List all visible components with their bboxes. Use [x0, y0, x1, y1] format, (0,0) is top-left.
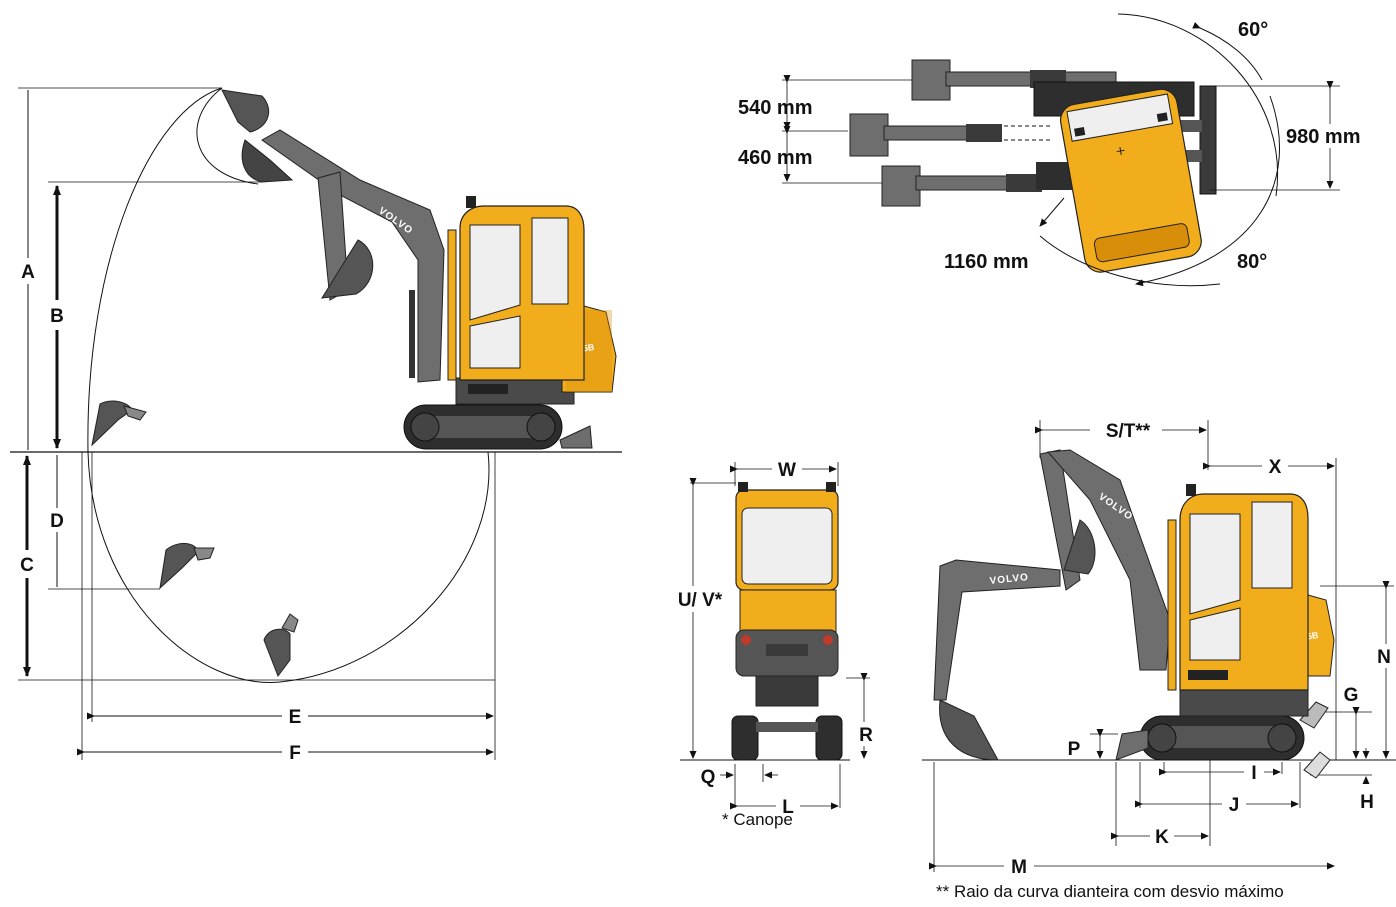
- label-b: B: [50, 306, 64, 327]
- label-r: R: [859, 725, 873, 746]
- excavator-side-illustration: VOLVO EC15B: [261, 129, 617, 450]
- label-f: F: [289, 743, 301, 764]
- bucket-dump: [241, 139, 294, 183]
- label-h: H: [1360, 792, 1374, 813]
- dim-460: 460 mm: [738, 147, 813, 169]
- label-l: L: [782, 797, 794, 818]
- rear-window: [741, 507, 833, 585]
- label-c: C: [20, 555, 34, 576]
- label-uv: U/ V*: [678, 590, 723, 611]
- rear-undercarriage: [755, 675, 819, 707]
- top-swing-view: 540 mm 460 mm: [738, 13, 1379, 287]
- rear-view: U/ V* W R Q L: [668, 457, 880, 829]
- label-st: S/T**: [1106, 421, 1151, 442]
- label-q: Q: [701, 767, 716, 788]
- cab-window-door: [469, 315, 521, 369]
- bucket-travel: [939, 699, 999, 761]
- excavator-side-travel-illustration: VOLVO VOLVO EC15B: [933, 449, 1335, 779]
- top-upper-structure: [1059, 88, 1202, 273]
- label-j: J: [1229, 795, 1240, 816]
- label-i: I: [1251, 763, 1256, 784]
- frame-travel: [1179, 689, 1309, 717]
- angle-60: 60°: [1238, 19, 1268, 41]
- digging-envelope-arc: [87, 87, 490, 683]
- blade-rear-low: [1303, 751, 1331, 779]
- label-n: N: [1377, 647, 1391, 668]
- cab-window-right: [531, 217, 569, 305]
- bucket-ground: [91, 400, 147, 447]
- stick-travel: [933, 559, 1061, 701]
- dim-1160: 1160 mm: [944, 251, 1029, 273]
- label-d: D: [50, 511, 64, 532]
- rear-track-right: [815, 715, 843, 761]
- angle-80: 80°: [1237, 251, 1267, 273]
- bucket-mid: [159, 543, 215, 590]
- rear-track-left: [731, 715, 759, 761]
- top-blade: [1199, 85, 1217, 195]
- swing-arc-80: [1039, 235, 1221, 287]
- label-e: E: [289, 707, 302, 728]
- label-k: K: [1155, 827, 1169, 848]
- arm-bucket: [321, 239, 374, 299]
- label-w: W: [778, 460, 796, 481]
- label-m: M: [1011, 857, 1027, 878]
- cab-light: [466, 196, 476, 208]
- dim-980: 980 mm: [1286, 126, 1361, 148]
- stick-travel-brand: VOLVO: [989, 572, 1029, 587]
- side-working-range-view: A B C D E F: [10, 87, 622, 764]
- label-x: X: [1269, 457, 1282, 478]
- boom-travel: [1046, 449, 1171, 671]
- label-p: P: [1068, 739, 1081, 760]
- rear-counterweight: [739, 589, 837, 633]
- bucket-swing-arc: [196, 87, 259, 185]
- label-g: G: [1344, 685, 1359, 706]
- side-dimensions-view: S/T** X N G H P I: [922, 418, 1396, 901]
- dim-540: 540 mm: [738, 97, 813, 119]
- engine-grille: [468, 384, 508, 394]
- swing-arc-60: [1117, 13, 1278, 197]
- cab-travel-window-right: [1251, 501, 1293, 589]
- swing-arc-80-arrow: [1135, 95, 1280, 287]
- bucket-travel-raised: [1063, 519, 1096, 575]
- boom: [261, 129, 445, 383]
- blade-travel: [1115, 729, 1149, 761]
- bucket-top: [221, 89, 270, 133]
- blade-rear: [1299, 701, 1329, 729]
- top-arm-lower: [881, 162, 1076, 207]
- cab-window-left: [469, 224, 521, 321]
- canope-note: * Canope: [722, 810, 793, 829]
- dozer-blade: [559, 425, 593, 449]
- bucket-deep: [263, 613, 299, 678]
- top-arm-center: [849, 113, 1050, 157]
- offset-note: ** Raio da curva dianteira com desvio má…: [936, 882, 1284, 901]
- cab-travel-window-door: [1189, 607, 1241, 661]
- cab-travel-window-left: [1189, 513, 1241, 615]
- label-a: A: [21, 262, 35, 283]
- swing-arc-60-arrow: [1192, 22, 1263, 81]
